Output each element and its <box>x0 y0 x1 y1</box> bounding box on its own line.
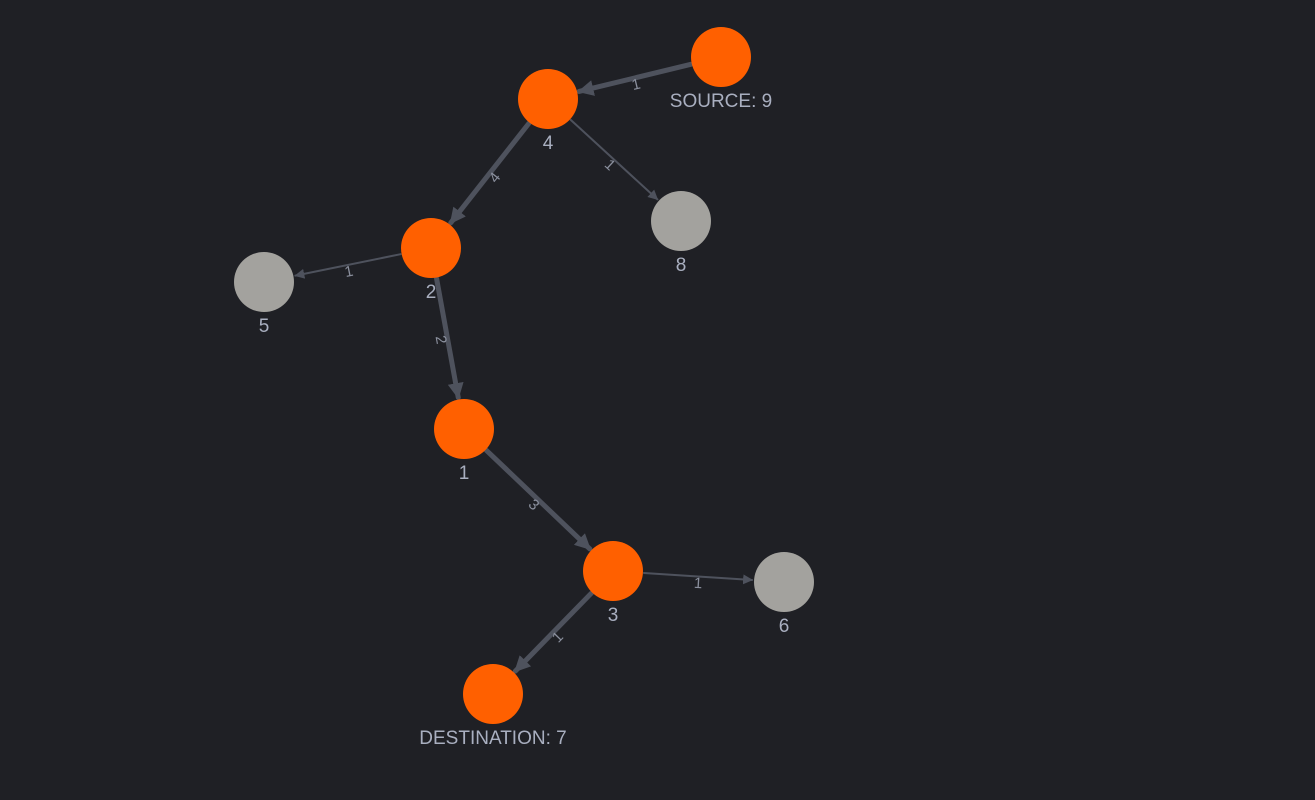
edge-weight-label: 1 <box>343 263 355 281</box>
edge-1-to-3[interactable] <box>483 447 593 552</box>
node-6[interactable] <box>754 552 814 612</box>
node-1[interactable] <box>434 399 494 459</box>
edge-2-to-1[interactable] <box>434 275 464 401</box>
edge-weight-label: 1 <box>693 575 702 593</box>
edge-weight-label: 2 <box>432 334 450 345</box>
edge-3-to-6[interactable] <box>642 571 754 585</box>
edge-2-to-5[interactable] <box>294 253 402 279</box>
node-9[interactable] <box>691 27 751 87</box>
edge-weight-label: 1 <box>630 76 642 94</box>
node-label-9: SOURCE: 9 <box>670 91 772 112</box>
node-label-3: 3 <box>608 605 619 626</box>
node-label-1: 1 <box>459 463 470 484</box>
node-3[interactable] <box>583 541 643 601</box>
node-label-5: 5 <box>259 316 270 337</box>
edge-weight-label: 4 <box>486 169 505 186</box>
node-label-4: 4 <box>543 133 554 154</box>
node-4[interactable] <box>518 69 578 129</box>
edge-weight-label: 3 <box>525 496 543 514</box>
node-8[interactable] <box>651 191 711 251</box>
edge-weight-label: 1 <box>601 156 619 174</box>
node-label-2: 2 <box>426 282 437 303</box>
edge-weight-label: 1 <box>549 628 567 646</box>
node-label-6: 6 <box>779 616 790 637</box>
edges-layer: 1 1 4 1 2 3 1 1 <box>294 61 754 674</box>
node-label-8: 8 <box>676 255 687 276</box>
edge-3-to-7[interactable] <box>512 590 594 674</box>
node-2[interactable] <box>401 218 461 278</box>
node-5[interactable] <box>234 252 294 312</box>
edge-4-to-2[interactable] <box>448 120 532 226</box>
edge-9-to-4[interactable] <box>576 61 694 96</box>
edge-4-to-8[interactable] <box>569 118 659 201</box>
node-7[interactable] <box>463 664 523 724</box>
node-label-7: DESTINATION: 7 <box>419 728 566 749</box>
